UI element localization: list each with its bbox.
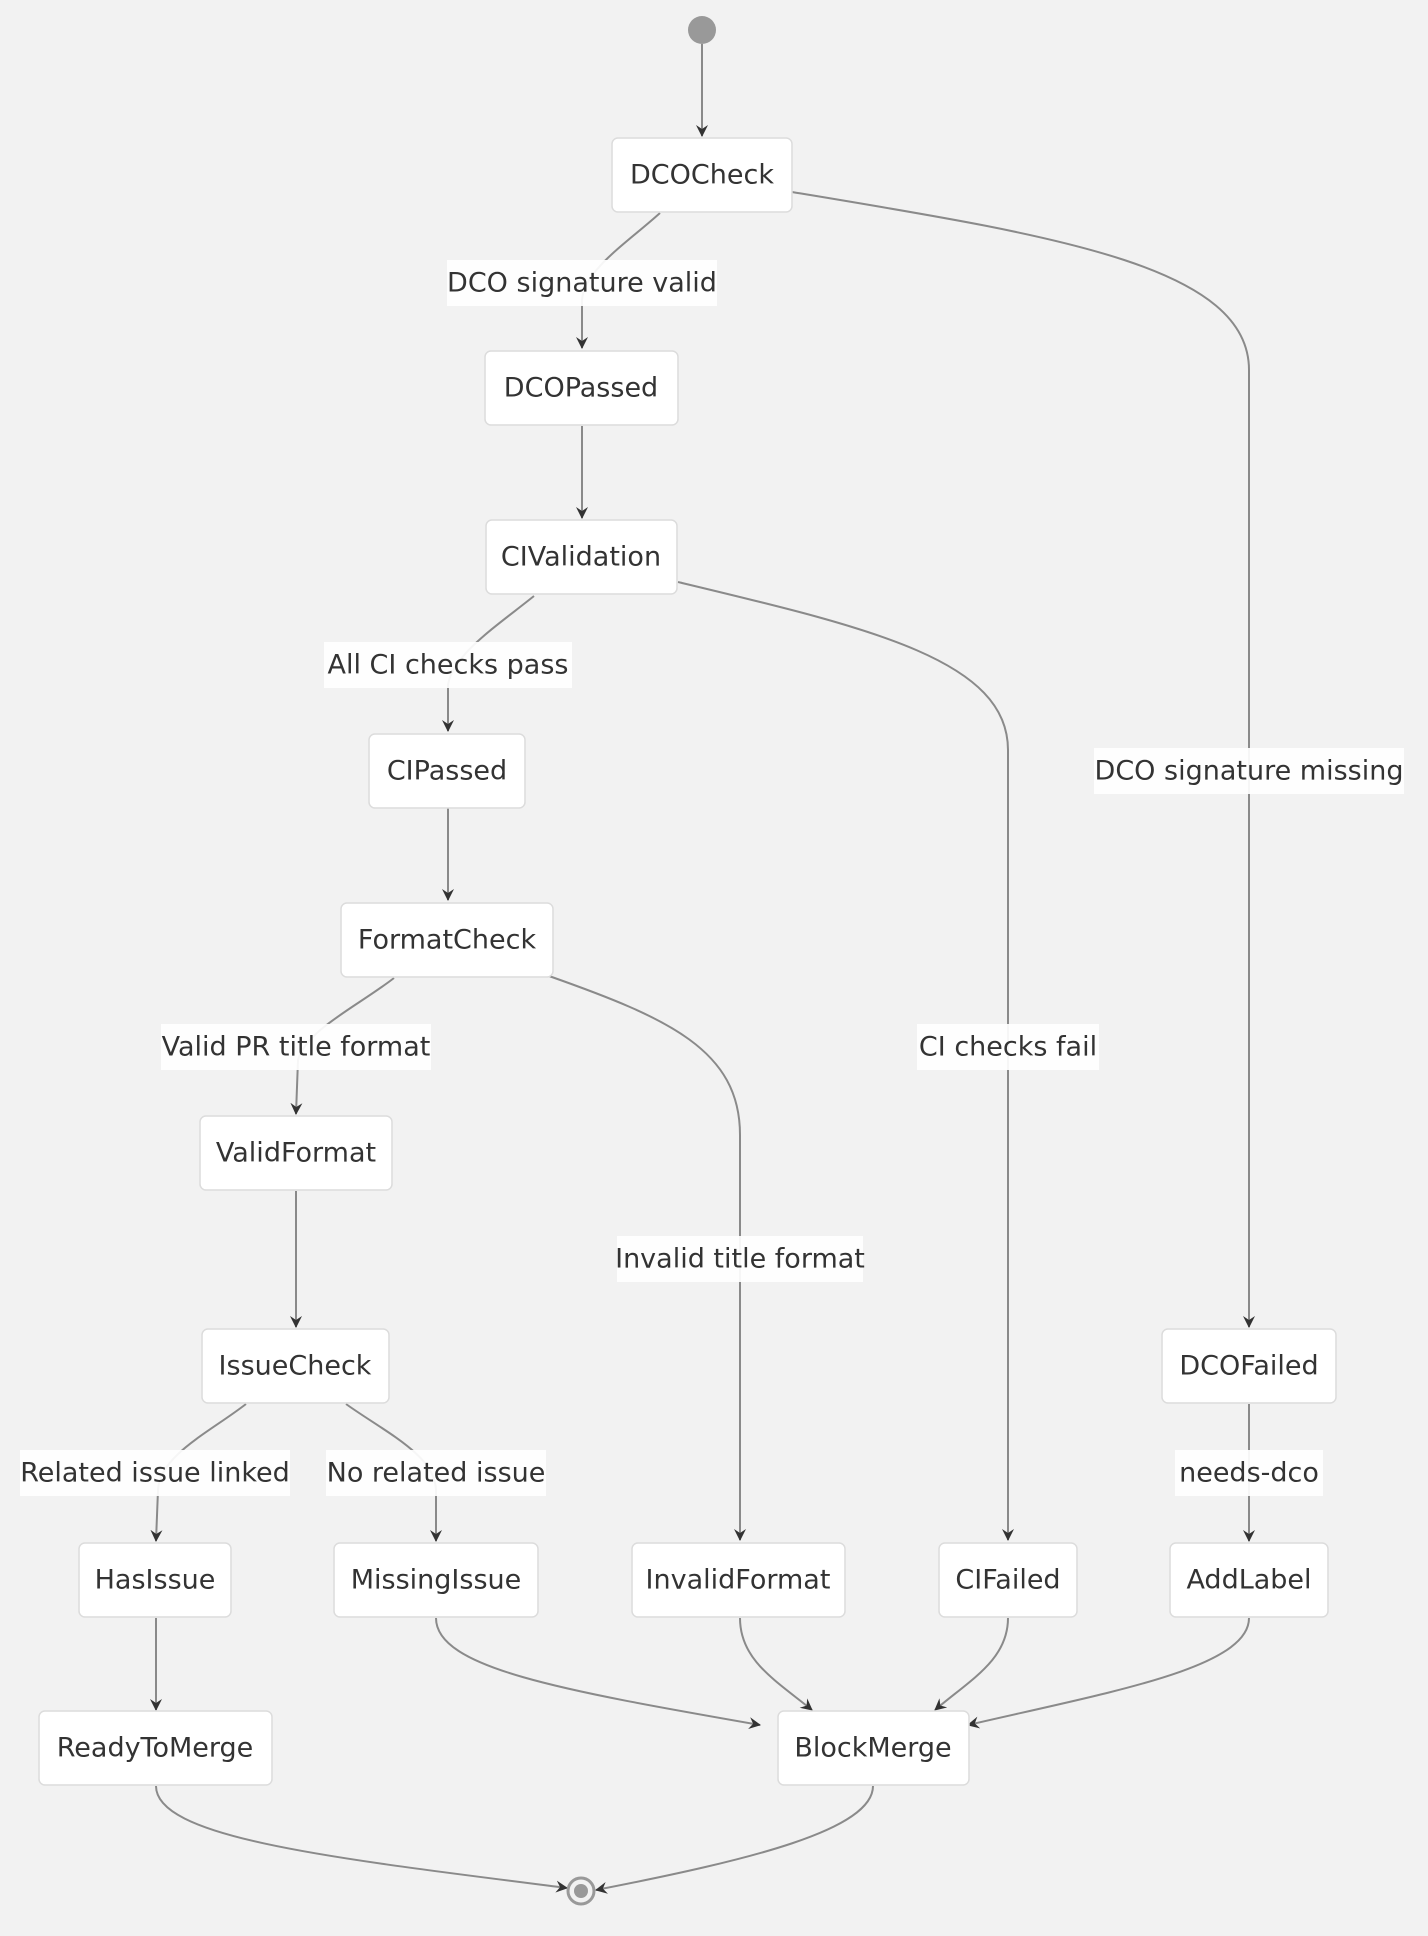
edge-label-issue-linked: Related issue linked xyxy=(20,1450,290,1496)
nodes: DCOCheck DCOPassed CIValidation CIPassed… xyxy=(38,137,1337,1786)
state-node-cipassed[interactable]: CIPassed xyxy=(368,733,526,809)
edge-blockmerge-to-end xyxy=(595,1785,874,1894)
edge-label-dco-valid: DCO signature valid xyxy=(447,260,717,306)
edge-label-dco-missing: DCO signature missing xyxy=(1094,748,1404,794)
state-node-addlabel[interactable]: AddLabel xyxy=(1169,1542,1329,1618)
edge-readytomerge-to-end xyxy=(155,1785,568,1893)
state-label: FormatCheck xyxy=(358,925,537,956)
edge-label-needs-dco: needs-dco xyxy=(1175,1450,1323,1496)
state-label: CIValidation xyxy=(501,542,661,573)
state-label: HasIssue xyxy=(95,1565,216,1596)
state-label: IssueCheck xyxy=(219,1351,372,1382)
state-node-issuecheck[interactable]: IssueCheck xyxy=(201,1328,390,1404)
edge-label-text: Valid PR title format xyxy=(162,1032,431,1063)
edge-invalidformat-to-blockmerge xyxy=(739,1617,813,1711)
edge-label-issue-missing: No related issue xyxy=(326,1450,546,1496)
edge-label-text: CI checks fail xyxy=(919,1032,1097,1063)
edge-label-title-valid: Valid PR title format xyxy=(161,1024,431,1070)
state-node-cifailed[interactable]: CIFailed xyxy=(938,1542,1078,1618)
state-label: ValidFormat xyxy=(216,1138,376,1169)
state-label: MissingIssue xyxy=(351,1565,522,1596)
state-node-civalidation[interactable]: CIValidation xyxy=(485,519,678,595)
state-label: InvalidFormat xyxy=(646,1565,831,1596)
edge-label-text: All CI checks pass xyxy=(328,650,569,681)
state-node-dcofailed[interactable]: DCOFailed xyxy=(1161,1328,1337,1404)
edge-missingissue-to-blockmerge xyxy=(435,1617,761,1730)
start-state-marker xyxy=(688,16,716,44)
state-node-hasissue[interactable]: HasIssue xyxy=(78,1542,232,1618)
state-node-readytomerge[interactable]: ReadyToMerge xyxy=(38,1710,273,1786)
state-node-dcopassed[interactable]: DCOPassed xyxy=(484,350,679,426)
edge-cifailed-to-blockmerge xyxy=(934,1617,1009,1711)
state-label: CIFailed xyxy=(955,1565,1060,1596)
state-label: DCOPassed xyxy=(504,373,658,404)
edge-label-text: Related issue linked xyxy=(20,1458,290,1489)
state-node-missingissue[interactable]: MissingIssue xyxy=(333,1542,539,1618)
state-node-formatcheck[interactable]: FormatCheck xyxy=(340,902,554,978)
edge-label-ci-pass: All CI checks pass xyxy=(324,642,572,688)
edge-label-title-invalid: Invalid title format xyxy=(615,1236,865,1282)
end-state-marker xyxy=(566,1876,596,1906)
edge-label-text: DCO signature valid xyxy=(447,268,717,299)
edge-label-text: No related issue xyxy=(327,1458,546,1489)
state-label: DCOFailed xyxy=(1179,1351,1318,1382)
state-node-invalidformat[interactable]: InvalidFormat xyxy=(631,1542,846,1618)
edge-label-text: needs-dco xyxy=(1179,1458,1319,1489)
state-node-blockmerge[interactable]: BlockMerge xyxy=(777,1710,970,1786)
state-label: AddLabel xyxy=(1186,1565,1311,1596)
state-label: ReadyToMerge xyxy=(57,1733,254,1764)
edge-addlabel-to-blockmerge xyxy=(967,1617,1250,1729)
state-node-dcocheck[interactable]: DCOCheck xyxy=(611,137,793,213)
edge-label-ci-fail: CI checks fail xyxy=(917,1024,1099,1070)
state-label: CIPassed xyxy=(387,756,507,787)
state-node-validformat[interactable]: ValidFormat xyxy=(199,1115,393,1191)
state-label: DCOCheck xyxy=(630,160,774,191)
edge-labels: DCO signature valid DCO signature missin… xyxy=(20,260,1404,1496)
edge-label-text: Invalid title format xyxy=(615,1244,865,1275)
edge-civalidation-to-cifailed xyxy=(677,581,1014,1541)
edge-dcocheck-to-dcofailed xyxy=(791,191,1255,1328)
edge-label-text: DCO signature missing xyxy=(1095,756,1404,787)
edge-formatcheck-to-invalidformat xyxy=(548,975,746,1541)
state-label: BlockMerge xyxy=(794,1733,951,1764)
